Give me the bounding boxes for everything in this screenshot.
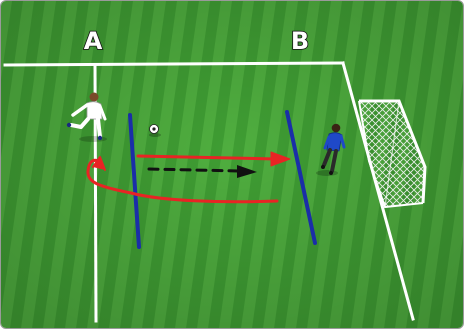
label-a: A (84, 27, 103, 55)
label-b: B (291, 27, 309, 55)
top-boundary-line (5, 63, 343, 65)
